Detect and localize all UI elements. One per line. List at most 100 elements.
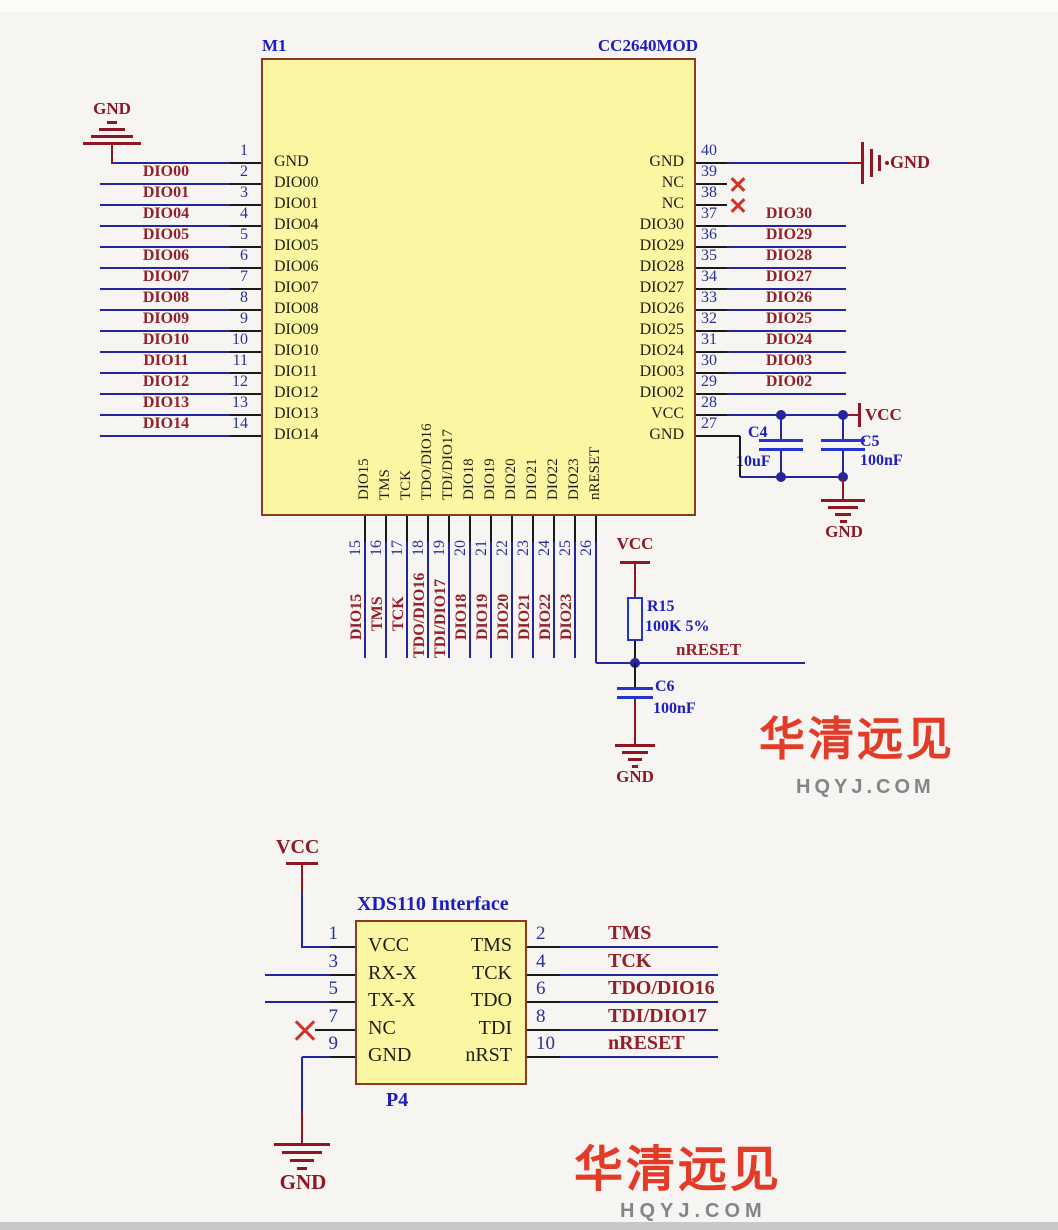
- pin-number: 19: [431, 540, 448, 556]
- pin-number: 5: [240, 226, 248, 243]
- net-label-DIO02: DIO02: [765, 373, 813, 390]
- r15-ref: R15: [647, 598, 675, 615]
- pin-stub: [364, 516, 366, 542]
- pin-stub: [696, 414, 727, 416]
- ground-symbol-bar: [821, 499, 865, 502]
- pin-stub: [230, 351, 261, 353]
- pin-number: 23: [515, 540, 532, 556]
- pin-stub: [406, 516, 408, 542]
- pin-number: 36: [701, 226, 717, 243]
- pin-stub: [448, 516, 450, 542]
- pin-stub: [527, 1056, 560, 1058]
- resistor-body[interactable]: [627, 597, 643, 641]
- pin-name: TDO: [470, 989, 512, 1011]
- chip-body[interactable]: [261, 58, 696, 516]
- ground-symbol-bar: [615, 744, 655, 747]
- net-label-DIO28: DIO28: [765, 247, 813, 264]
- pin-stub: [230, 288, 261, 290]
- ground-symbol-bar: [622, 751, 648, 754]
- pin-name: TCK: [472, 962, 512, 984]
- pin-stub: [527, 946, 560, 948]
- pin-number: 26: [578, 540, 595, 556]
- pin-number: 37: [701, 205, 717, 222]
- junction-dot: [776, 410, 786, 420]
- net-wire-TDI/DIO17: [448, 542, 450, 658]
- pin-number: 5: [328, 978, 339, 999]
- pin-name: DIO11: [274, 363, 318, 380]
- net-label-DIO30: DIO30: [765, 205, 813, 222]
- pin-number: 24: [536, 540, 553, 556]
- pin-number: 10: [232, 331, 248, 348]
- nreset-net-label: nRESET: [676, 640, 742, 659]
- pin-name: DIO21: [524, 458, 540, 500]
- pin-stub: [230, 393, 261, 395]
- pin-stub: [696, 204, 727, 206]
- brand-logo-text: 华清远见: [574, 1143, 783, 1197]
- ground-symbol-bar: [839, 520, 847, 523]
- net-label-DIO10: DIO10: [142, 331, 190, 348]
- pin-number: 17: [389, 540, 406, 556]
- net-wire-TDO/DIO16: [560, 1001, 718, 1003]
- net-label-DIO19: DIO19: [474, 593, 491, 640]
- pin-stub: [532, 516, 534, 542]
- ground-right-bar: [877, 155, 881, 171]
- pin-name: nRESET: [587, 446, 603, 500]
- brand-logo-text: 华清远见: [759, 713, 955, 765]
- pin-name: DIO18: [461, 458, 477, 500]
- wire: [265, 974, 330, 976]
- pin-name: DIO19: [482, 458, 498, 500]
- net-label-DIO27: DIO27: [765, 268, 813, 285]
- ground-symbol-bar: [282, 1151, 322, 1154]
- cap-lead: [634, 663, 636, 687]
- connector-body[interactable]: [355, 920, 527, 1085]
- pin-stub: [230, 246, 261, 248]
- pin-name: DIO00: [274, 174, 319, 191]
- ground-symbol-bar: [297, 1167, 307, 1170]
- pin-name: DIO04: [274, 216, 319, 233]
- pin-stub: [527, 974, 560, 976]
- ground-symbol-bar: [91, 135, 133, 138]
- pin-number: 40: [701, 142, 717, 159]
- pin-name: DIO02: [639, 384, 684, 401]
- pin-name: DIO07: [274, 279, 319, 296]
- net-wire-DIO05: [100, 246, 230, 248]
- brand-logo-domain: HQYJ.COM: [620, 1200, 767, 1222]
- gnd-label-pin40: GND: [890, 152, 930, 172]
- ground-stem: [111, 145, 113, 164]
- pin-number: 7: [328, 1006, 339, 1027]
- net-wire-VCC: [727, 414, 845, 416]
- gnd-return-wire: [727, 435, 740, 437]
- net-wire-TDO/DIO16: [427, 542, 429, 658]
- c6-ref: C6: [655, 678, 675, 695]
- pin-stub: [469, 516, 471, 542]
- net-wire-TCK: [406, 542, 408, 658]
- c5-ref: C5: [860, 433, 880, 450]
- net-label-TDO/DIO16: TDO/DIO16: [411, 572, 428, 658]
- vcc-bar: [286, 861, 318, 865]
- net-wire-DIO21: [532, 542, 534, 658]
- pin-stub: [696, 183, 727, 185]
- pin-stub: [696, 225, 727, 227]
- ground-right-dot: [885, 161, 889, 165]
- pin-stub: [230, 414, 261, 416]
- net-wire-DIO10: [100, 351, 230, 353]
- vcc-feed-wire: [301, 894, 303, 948]
- net-label-DIO07: DIO07: [142, 268, 190, 285]
- net-wire-DIO08: [100, 309, 230, 311]
- net-label-DIO00: DIO00: [142, 163, 190, 180]
- pin-number: 16: [368, 540, 385, 556]
- net-label-DIO15: DIO15: [348, 593, 365, 640]
- pin-name: DIO27: [639, 279, 684, 296]
- pin-stub: [574, 516, 576, 542]
- net-wire-TCK: [560, 974, 718, 976]
- pin-number: 21: [473, 540, 490, 556]
- pin-stub: [696, 330, 727, 332]
- pin-name: GND: [649, 426, 684, 443]
- cap-lead: [842, 415, 844, 439]
- pin-number: 10: [536, 1033, 555, 1054]
- pin-name: DIO05: [274, 237, 319, 254]
- top-strip: [0, 0, 1058, 12]
- net-label-DIO12: DIO12: [142, 373, 190, 390]
- pin-name: VCC: [651, 405, 684, 422]
- ground-symbol-bar: [107, 121, 117, 124]
